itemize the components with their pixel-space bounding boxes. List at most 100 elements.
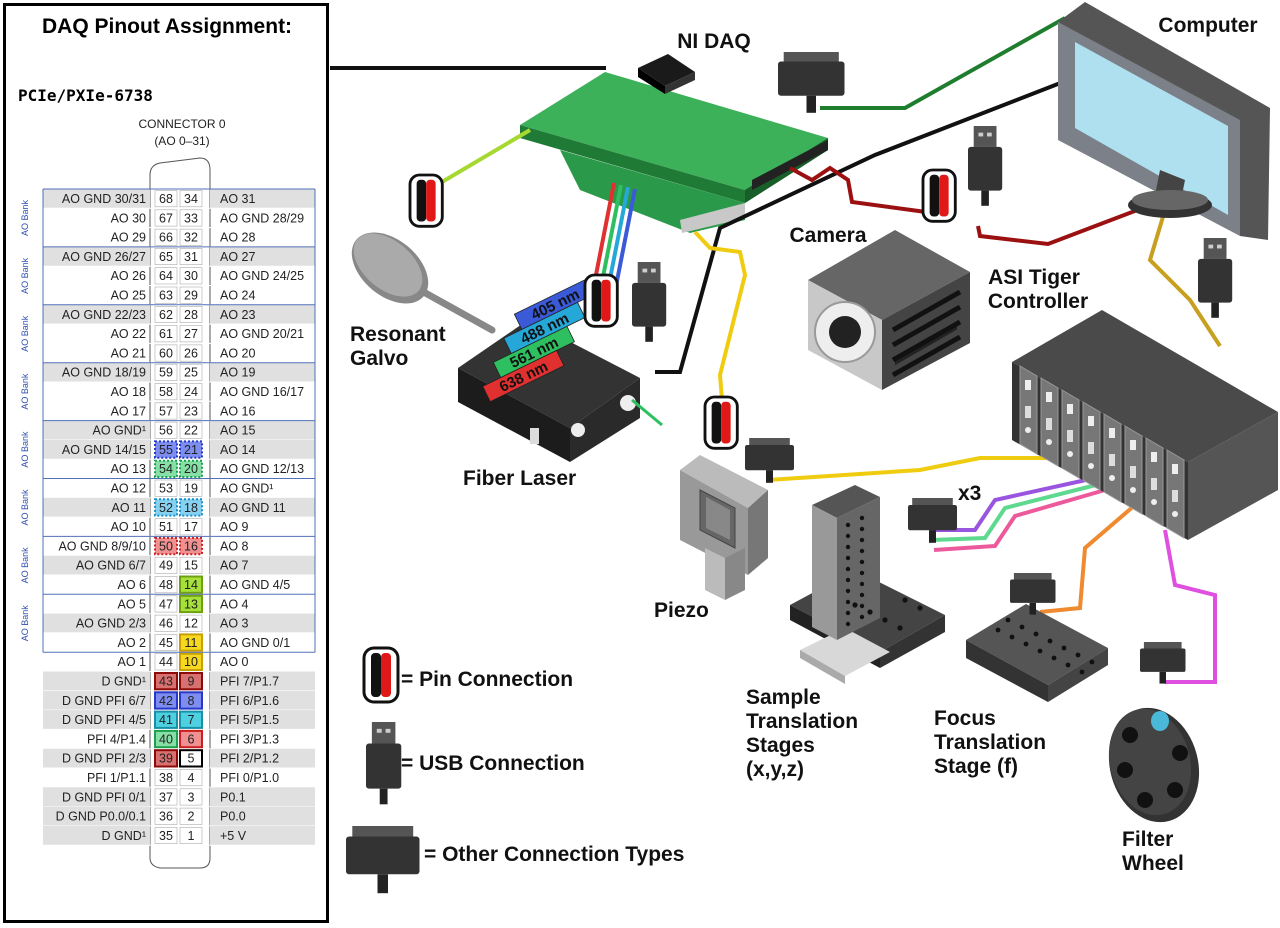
bank-label: AO Bank	[20, 257, 30, 294]
pin-left-label: AO 25	[111, 289, 146, 303]
bank-label: AO Bank	[20, 199, 30, 236]
pin-connection-icon	[362, 646, 400, 704]
pin-number: 36	[159, 810, 173, 824]
pin-connection-icon	[921, 168, 957, 223]
pin-number: 65	[159, 250, 173, 264]
pin-right-label: PFI 2/P1.2	[220, 752, 279, 766]
bank-label: AO Bank	[20, 431, 30, 468]
other-connection-icon	[778, 52, 845, 113]
pin-number: 35	[159, 829, 173, 843]
pin-number: 20	[184, 462, 198, 476]
pin-left-label: AO 26	[111, 269, 146, 283]
pin-number: 25	[184, 366, 198, 380]
pin-right-label: AO GND 16/17	[220, 385, 304, 399]
pin-right-label: AO 23	[220, 308, 255, 322]
other-connection-icon	[908, 498, 957, 543]
pin-right-label: PFI 0/P1.0	[220, 771, 279, 785]
pin-left-label: D GND¹	[102, 675, 146, 689]
other-connection-icon	[1010, 573, 1056, 615]
usb-connection-icon	[632, 262, 667, 342]
pin-number: 14	[184, 578, 198, 592]
pin-connection-icon	[408, 173, 444, 228]
pin-number: 46	[159, 617, 173, 631]
pin-connection-icon	[703, 395, 739, 450]
pin-right-label: AO 19	[220, 366, 255, 380]
pin-number: 23	[184, 404, 198, 418]
connector-icons	[408, 52, 1233, 684]
label-x3: x3	[958, 482, 981, 505]
pin-right-label: AO GND 0/1	[220, 636, 290, 650]
pin-left-label: AO 29	[111, 231, 146, 245]
pin-right-label: P0.0	[220, 810, 246, 824]
pin-right-label: AO 9	[220, 520, 249, 534]
cable-x3-pink	[933, 488, 1106, 552]
pin-left-label: PFI 4/P1.4	[87, 732, 146, 746]
daq-board-top	[520, 72, 828, 190]
label-fiber-laser: Fiber Laser	[463, 467, 576, 490]
pin-right-label: AO 28	[220, 231, 255, 245]
label-piezo: Piezo	[654, 599, 709, 622]
pin-number: 41	[159, 713, 173, 727]
pin-right-label: AO GND 11	[220, 501, 286, 515]
pin-number: 9	[188, 675, 195, 689]
pin-number: 5	[188, 752, 195, 766]
label-asi-line2: Controller	[988, 290, 1088, 313]
pinout-title: DAQ Pinout Assignment:	[42, 15, 292, 38]
pin-right-label: AO GND 12/13	[220, 462, 304, 476]
pin-number: 18	[184, 501, 198, 515]
usb-connection-icon	[366, 722, 402, 805]
pin-right-label: +5 V	[220, 829, 247, 843]
pin-left-label: D GND PFI 0/1	[62, 790, 146, 804]
pin-right-label: AO 14	[220, 443, 255, 457]
pin-left-label: AO 21	[111, 346, 146, 360]
cable-daq-galvo	[440, 128, 532, 184]
pin-left-label: AO GND 26/27	[62, 250, 146, 264]
pin-right-label: AO 15	[220, 424, 255, 438]
pin-number: 6	[188, 732, 195, 746]
pin-right-label: AO 7	[220, 559, 249, 573]
pin-left-label: D GND PFI 6/7	[62, 694, 146, 708]
pin-number: 42	[159, 694, 173, 708]
daq-bracket	[680, 203, 745, 233]
daq-board-edge	[520, 125, 745, 203]
pin-left-label: AO GND 22/23	[62, 308, 146, 322]
pin-number: 37	[159, 790, 173, 804]
pin-number: 56	[159, 424, 173, 438]
pin-number: 52	[159, 501, 173, 515]
filter-wheel	[1108, 707, 1200, 823]
pin-right-label: AO 16	[220, 404, 255, 418]
asi-tiger-controller	[1012, 310, 1278, 540]
cable-asi-usb	[976, 204, 1149, 247]
pin-number: 55	[159, 443, 173, 457]
bank-label: AO Bank	[20, 315, 30, 352]
pin-left-label: AO 22	[111, 327, 146, 341]
pin-right-label: PFI 7/P1.7	[220, 675, 279, 689]
pin-number: 66	[159, 231, 173, 245]
pin-number: 4	[188, 771, 195, 785]
pin-number: 28	[184, 308, 198, 322]
label-computer: Computer	[1158, 14, 1257, 37]
bank-label: AO Bank	[20, 489, 30, 526]
pin-number: 63	[159, 289, 173, 303]
pin-left-label: AO 11	[111, 501, 146, 515]
cable-piezo-asi	[767, 456, 1062, 482]
label-sample-line2: Translation	[746, 710, 858, 733]
connector-title: CONNECTOR 0	[138, 117, 225, 131]
pin-left-label: AO 5	[118, 597, 147, 611]
pin-number: 24	[184, 385, 198, 399]
daq-header-top	[638, 54, 695, 86]
pin-left-label: AO 6	[118, 578, 147, 592]
label-focus-line1: Focus	[934, 707, 996, 730]
pin-number: 10	[184, 655, 198, 669]
pin-right-label: AO 20	[220, 346, 255, 360]
pin-left-label: AO GND 18/19	[62, 366, 146, 380]
pin-right-label: AO 27	[220, 250, 255, 264]
label-filter-line1: Filter	[1122, 828, 1173, 851]
pin-right-label: AO 24	[220, 289, 255, 303]
resonant-galvo	[351, 232, 496, 334]
label-sample-line4: (x,y,z)	[746, 758, 804, 781]
